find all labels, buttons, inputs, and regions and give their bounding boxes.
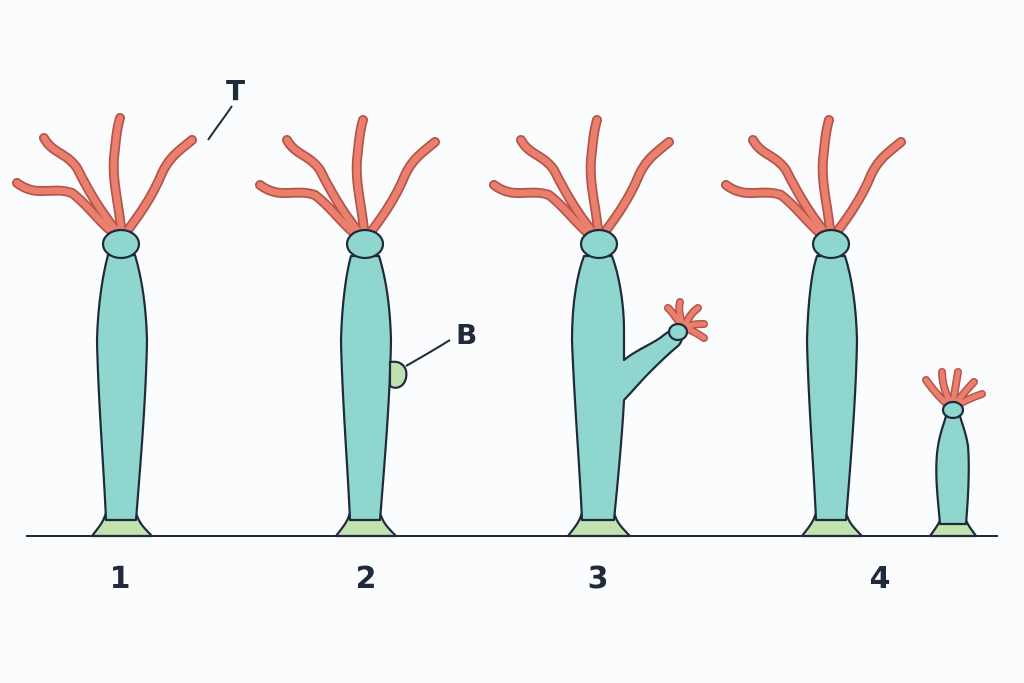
tentacles	[494, 120, 669, 240]
stage-number-3: 3	[588, 561, 609, 596]
hydra-stage-2	[260, 120, 435, 538]
hydra-body	[95, 253, 149, 522]
hydra-stage-4-parent	[726, 120, 901, 538]
hydra-body	[805, 254, 859, 522]
hydra-body	[339, 254, 393, 522]
tentacles	[17, 118, 192, 238]
hypostome	[811, 228, 851, 260]
bud	[388, 360, 408, 389]
hypostome	[101, 228, 141, 260]
bud-hypostome	[667, 322, 689, 342]
bud-leader-line	[405, 339, 451, 367]
tentacles	[260, 120, 435, 240]
hypostome	[579, 228, 619, 260]
hydra-stage-1	[17, 118, 192, 538]
tentacles	[726, 120, 901, 240]
stage-number-4: 4	[870, 561, 891, 596]
tentacle-label: T	[226, 74, 245, 107]
hydra-body-with-bud	[570, 254, 684, 522]
bud-callout: B	[405, 318, 477, 367]
hydra-stage-3	[494, 120, 704, 538]
tentacle-callout: T	[207, 74, 245, 141]
bud-label: B	[456, 318, 477, 351]
tentacle-leader-line	[207, 105, 233, 141]
hydra-stage-4-offspring	[926, 372, 982, 538]
stage-number-1: 1	[110, 561, 131, 596]
hydra-body	[935, 414, 970, 526]
stage-number-2: 2	[356, 561, 377, 596]
hypostome	[941, 400, 965, 420]
hypostome	[345, 228, 385, 260]
